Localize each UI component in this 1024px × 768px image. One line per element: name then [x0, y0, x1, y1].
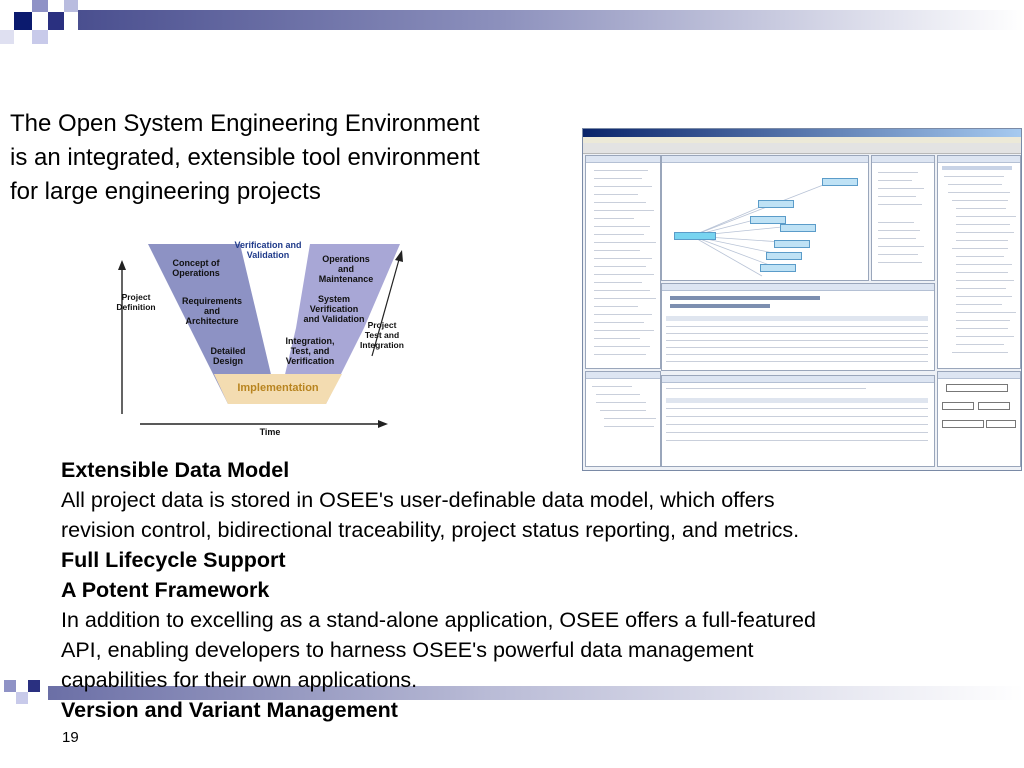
- label-integration-3: Verification: [286, 356, 335, 366]
- label-ops-3: Maintenance: [319, 274, 374, 284]
- features-section: Extensible Data Model All project data i…: [61, 455, 1011, 725]
- implementation-band: [214, 374, 342, 404]
- label-implementation: Implementation: [237, 382, 319, 394]
- v-left-arm: [148, 244, 278, 404]
- feature-text: All project data is stored in OSEE's use…: [61, 488, 775, 512]
- feature-text: API, enabling developers to harness OSEE…: [61, 638, 754, 662]
- label-detailed-2: Design: [213, 356, 243, 366]
- label-system-1: System: [318, 294, 350, 304]
- label-concept-1: Concept of: [173, 258, 221, 268]
- feature-text: In addition to excelling as a stand-alon…: [61, 608, 816, 632]
- label-project-test-1: Project: [368, 320, 397, 330]
- intro-line: The Open System Engineering Environment: [10, 110, 480, 137]
- feature-text: revision control, bidirectional traceabi…: [61, 518, 800, 542]
- label-system-2: Verification: [310, 304, 359, 314]
- vv-title: Verification and: [234, 240, 301, 250]
- page-number: 19: [62, 729, 79, 746]
- title-decoration: [0, 0, 1024, 46]
- label-project-def-1: Project: [122, 292, 151, 302]
- intro-line: is an integrated, extensible tool enviro…: [10, 144, 480, 171]
- feature-heading: Extensible Data Model: [61, 458, 290, 482]
- v-model-diagram: Verification and Validation Concept of O…: [116, 240, 404, 436]
- label-integration-1: Integration,: [286, 336, 335, 346]
- label-time: Time: [260, 427, 281, 436]
- label-project-def-2: Definition: [116, 302, 155, 312]
- label-ops-1: Operations: [322, 254, 370, 264]
- v-right-arm: [278, 244, 400, 404]
- label-ops-2: and: [338, 264, 354, 274]
- intro-paragraph: The Open System Engineering Environment …: [10, 107, 580, 209]
- label-req-3: Architecture: [185, 316, 238, 326]
- label-system-3: and Validation: [303, 314, 364, 324]
- feature-text: capabilities for their own applications.: [61, 668, 418, 692]
- feature-heading: Version and Variant Management: [61, 698, 398, 722]
- label-concept-2: Operations: [172, 268, 220, 278]
- label-req-2: and: [204, 306, 220, 316]
- label-detailed-1: Detailed: [210, 346, 245, 356]
- feature-heading: A Potent Framework: [61, 578, 270, 602]
- intro-line: for large engineering projects: [10, 178, 321, 205]
- label-req-1: Requirements: [182, 296, 242, 306]
- label-project-test-3: Integration: [360, 340, 404, 350]
- feature-heading: Full Lifecycle Support: [61, 548, 286, 572]
- label-project-test-2: Test and: [365, 330, 399, 340]
- label-integration-2: Test, and: [291, 346, 330, 356]
- vv-title2: Validation: [247, 250, 290, 260]
- osee-screenshot: [582, 128, 1022, 471]
